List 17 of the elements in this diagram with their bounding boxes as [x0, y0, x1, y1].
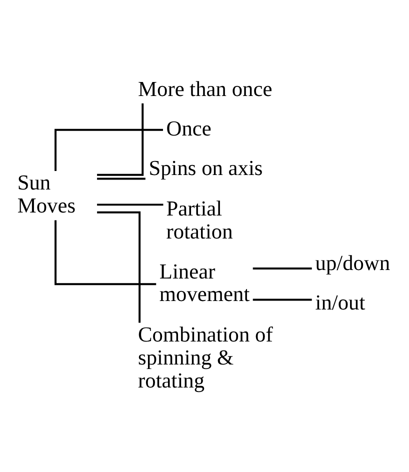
node-text: Linear movement: [159, 259, 250, 306]
connector: [97, 178, 146, 180]
node-text: Combination of spinning & rotating: [138, 322, 273, 393]
connector: [97, 204, 164, 206]
connector: [252, 298, 312, 301]
node-text: More than once: [138, 76, 272, 101]
node-text: up/down: [315, 250, 390, 275]
connector: [54, 128, 163, 172]
node-text: Once: [166, 116, 212, 140]
connector: [97, 211, 141, 323]
node-text: Sun Moves: [17, 170, 76, 218]
node-text: in/out: [315, 290, 366, 315]
connector: [97, 103, 144, 176]
connector: [252, 267, 312, 270]
connector: [54, 220, 156, 286]
node-text: Partial rotation: [166, 196, 233, 244]
node-text: Spins on axis: [148, 156, 263, 180]
